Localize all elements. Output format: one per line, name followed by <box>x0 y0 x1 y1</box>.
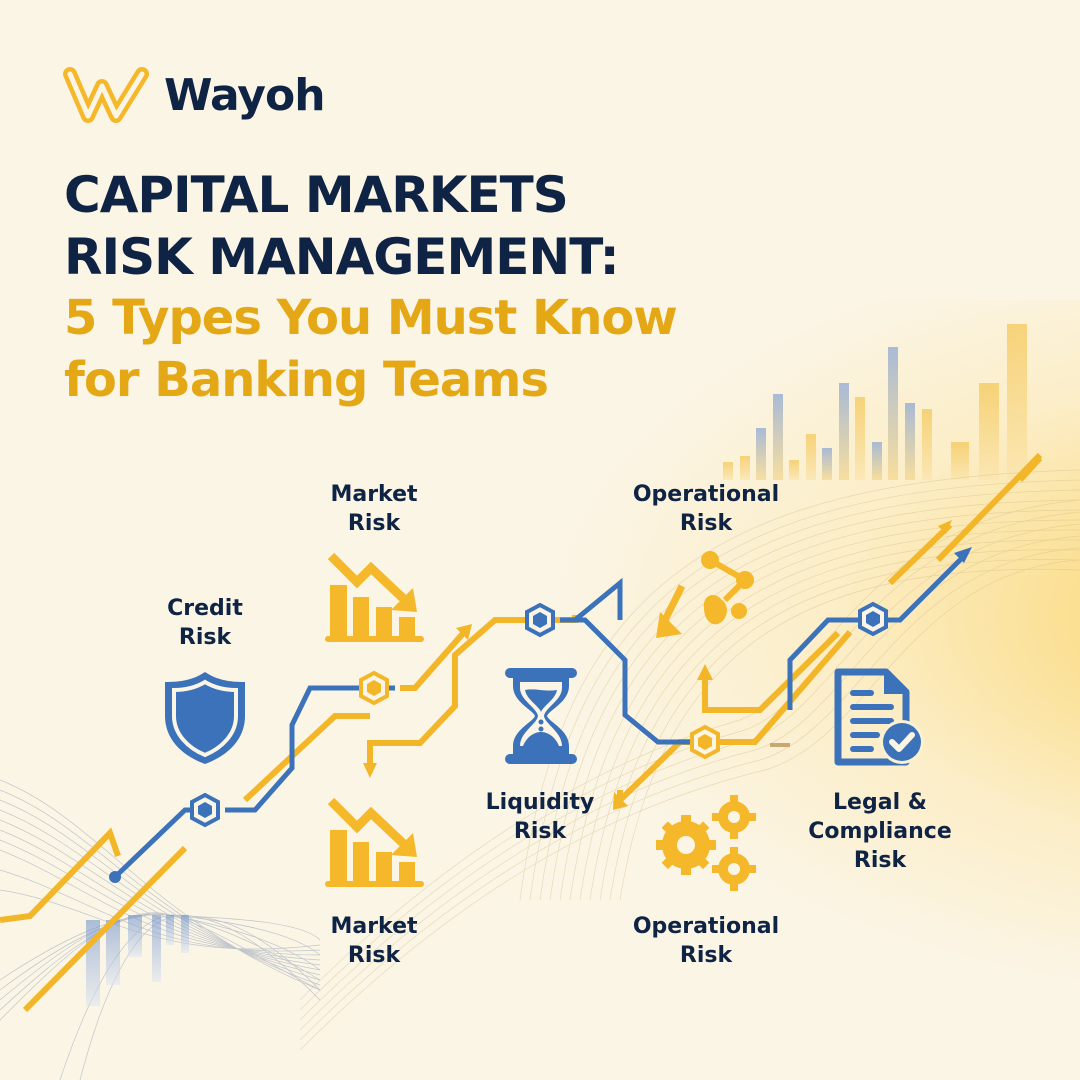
risk-label-operational-bottom: Operational Risk <box>632 914 780 968</box>
arrow-down-icon <box>363 763 377 778</box>
declining-bar-chart-icon <box>325 797 424 887</box>
wayoh-w-logo-icon <box>63 67 149 123</box>
node-hex-5 <box>858 601 888 637</box>
shield-icon <box>165 672 245 764</box>
hourglass-icon <box>505 668 577 764</box>
risk-label-operational-top: Operational Risk <box>632 482 780 536</box>
gears-icon <box>656 795 756 891</box>
blue-line-start-dot <box>109 871 121 883</box>
brand-name: Wayoh <box>164 69 326 121</box>
node-hex-4 <box>690 724 720 760</box>
risk-label-market-top: Market Risk <box>330 482 418 536</box>
blue-arrow-up-right-icon <box>954 547 972 563</box>
document-check-icon <box>834 668 924 766</box>
brand-logo: Wayoh <box>62 64 326 126</box>
page-title-line-2: RISK MANAGEMENT: <box>64 228 620 286</box>
node-hex-3 <box>525 602 555 638</box>
page-subtitle-line-1: 5 Types You Must Know <box>64 290 678 346</box>
risk-label-market-bottom: Market Risk <box>330 914 418 968</box>
gold-flow-lines <box>0 452 1043 1013</box>
arrow-up-icon <box>697 664 713 680</box>
arrow-down-left-icon <box>613 792 628 810</box>
risk-label-liquidity: Liquidity Risk <box>485 790 595 844</box>
broken-network-icon <box>656 551 754 638</box>
arrow-up-right-icon <box>456 624 472 640</box>
risk-label-credit: Credit Risk <box>167 596 243 650</box>
page-subtitle-line-2: for Banking Teams <box>64 352 549 408</box>
background-bar-chart <box>723 324 1027 480</box>
node-hex-2 <box>359 670 389 706</box>
risk-label-legal-compliance: Legal & Compliance Risk <box>808 790 952 873</box>
gold-arrowheads <box>363 520 952 810</box>
node-hex-1 <box>190 792 220 828</box>
declining-bar-chart-icon <box>325 552 424 642</box>
page-title-line-1: CAPITAL MARKETS <box>64 166 569 224</box>
arrow-up-right-icon <box>938 520 952 534</box>
